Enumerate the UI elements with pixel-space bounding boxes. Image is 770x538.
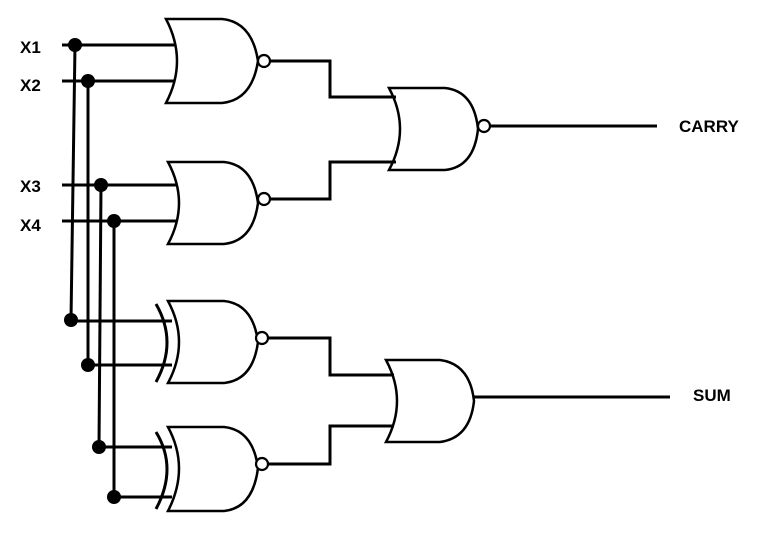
input-label-x3: X3 (20, 177, 41, 196)
carry-wires (270, 59, 657, 201)
xnor-gate-1 (154, 299, 270, 385)
input-label-x4: X4 (20, 216, 41, 235)
bus-wires (69, 44, 116, 497)
nor-gate-1 (163, 17, 272, 105)
input-label-x2: X2 (20, 76, 41, 95)
nor-gate-3 (386, 86, 492, 172)
xnor-input-wires (71, 319, 172, 499)
output-label-carry: CARRY (679, 117, 739, 136)
input-wires (62, 43, 180, 223)
or-gate-1 (383, 358, 476, 444)
output-label-sum: SUM (693, 386, 731, 405)
input-label-x1: X1 (20, 38, 41, 57)
junction-dots (64, 38, 121, 504)
nor-gate-2 (165, 160, 272, 246)
sum-wires (268, 336, 670, 466)
xnor-gate-2 (154, 425, 270, 513)
